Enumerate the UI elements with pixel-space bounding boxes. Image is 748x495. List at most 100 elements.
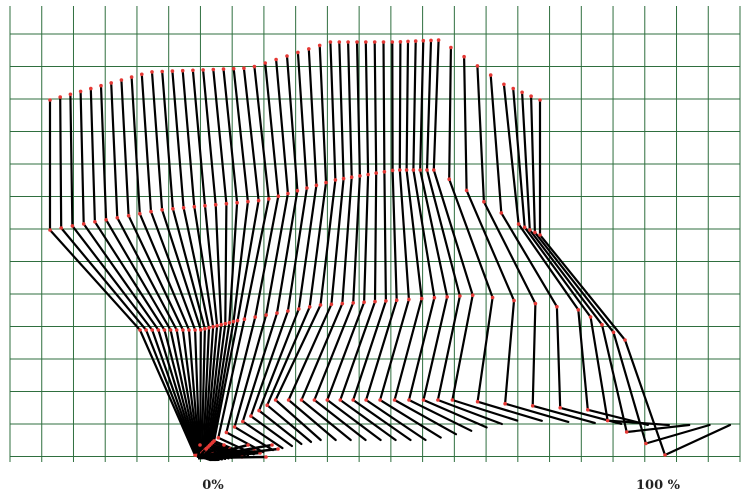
ankle-joint-marker [338, 398, 343, 402]
ankle-joint-marker [530, 404, 535, 408]
knee-joint-marker [533, 301, 538, 306]
foot-segment [625, 423, 691, 434]
top-joint-marker [119, 78, 124, 82]
top-joint-marker [211, 67, 216, 72]
hip-joint-marker [341, 176, 346, 181]
hip-joint-marker [464, 188, 469, 193]
stick-frame [378, 40, 442, 439]
knee-joint-marker [162, 328, 167, 332]
thigh-segment [448, 178, 494, 299]
stick-frame [351, 40, 412, 442]
top-joint-marker [160, 69, 164, 74]
trunk-segment [264, 61, 280, 198]
shank-segment [199, 328, 202, 456]
stick-frame [475, 64, 596, 424]
thigh-segment [203, 204, 219, 327]
thigh-segment [265, 192, 289, 317]
stick-frame [364, 40, 427, 442]
top-joint-marker [68, 92, 73, 97]
hip-joint-marker [171, 207, 175, 211]
shank-segment [313, 301, 355, 402]
thigh-segment [432, 168, 474, 297]
ankle-joint-marker [224, 430, 229, 435]
thigh-segment [149, 210, 197, 332]
hip-joint-marker [203, 203, 207, 208]
ankle-joint-marker [265, 403, 270, 408]
foot-segment [422, 398, 488, 429]
thigh-segment [517, 223, 580, 311]
foot-segment [326, 398, 382, 442]
top-joint-marker [529, 94, 533, 98]
thigh-segment [341, 176, 353, 305]
hip-joint-marker [358, 174, 362, 178]
ankle-joint-marker [421, 398, 426, 402]
foot-contact-stroke [197, 447, 279, 460]
stick-frame [150, 70, 220, 461]
hip-joint-marker [398, 168, 402, 172]
hip-joint-marker [224, 201, 229, 206]
shank-segment [365, 299, 398, 402]
hip-joint-marker [149, 209, 153, 214]
trunk-segment [69, 93, 74, 227]
shank-segment [476, 296, 494, 403]
trunk-segment [520, 91, 531, 231]
foot-contact-marker [264, 455, 268, 459]
thigh-segment [116, 216, 178, 332]
thigh-segment [297, 184, 318, 311]
knee-joint-marker [623, 338, 627, 342]
stick-frame [488, 73, 623, 425]
knee-joint-marker [231, 319, 236, 324]
foot-segment [504, 402, 570, 423]
shank-segment [213, 319, 239, 442]
foot-segment [407, 398, 473, 432]
foot-segment [644, 423, 711, 445]
top-joint-marker [337, 40, 342, 44]
ankle-joint-marker [663, 453, 667, 457]
knee-joint-marker [223, 321, 228, 326]
thigh-segment [425, 168, 461, 298]
stick-frame [216, 64, 271, 456]
stick-frame [407, 39, 473, 432]
ankle-joint-marker [586, 408, 590, 412]
thigh-segment [405, 168, 423, 300]
stick-frame [232, 57, 290, 452]
top-joint-marker [449, 45, 453, 50]
shank-segment [589, 315, 609, 422]
knee-joint-marker [362, 300, 366, 305]
hip-joint-marker [349, 175, 354, 179]
top-joint-marker [78, 89, 83, 94]
trunk-segment [307, 47, 318, 187]
stick-frame [511, 86, 670, 427]
trunk-segment [140, 73, 153, 213]
top-joint-marker [436, 38, 441, 42]
top-joint-marker [429, 38, 433, 43]
hip-joint-marker [390, 168, 395, 173]
top-joint-marker [109, 81, 113, 85]
foot-segment [476, 400, 543, 422]
knee-joint-marker [351, 301, 356, 305]
trunk-segment [275, 58, 289, 195]
top-joint-marker [231, 66, 236, 71]
hip-joint-marker [324, 180, 328, 185]
trunk-segment [318, 44, 328, 184]
thigh-segment [528, 228, 604, 326]
knee-joint-marker [318, 303, 323, 307]
ankle-joint-marker [232, 425, 237, 429]
thigh-segment [275, 189, 299, 315]
top-joint-marker [307, 47, 311, 51]
trunk-segment [412, 39, 417, 172]
foot-contact-marker [276, 447, 280, 451]
foot-segment [274, 398, 322, 442]
trunk-segment [222, 67, 239, 204]
ankle-joint-marker [605, 418, 610, 423]
hip-joint-marker [138, 211, 142, 216]
top-joint-marker [406, 39, 410, 44]
trunk-segment [202, 68, 217, 206]
hip-joint-marker [81, 222, 86, 226]
foot-segment [300, 398, 352, 442]
top-joint-marker [520, 90, 524, 95]
stick-frame [265, 43, 328, 443]
hip-joint-marker [425, 168, 429, 172]
thigh-segment [161, 208, 202, 331]
trunk-segment [120, 78, 130, 217]
